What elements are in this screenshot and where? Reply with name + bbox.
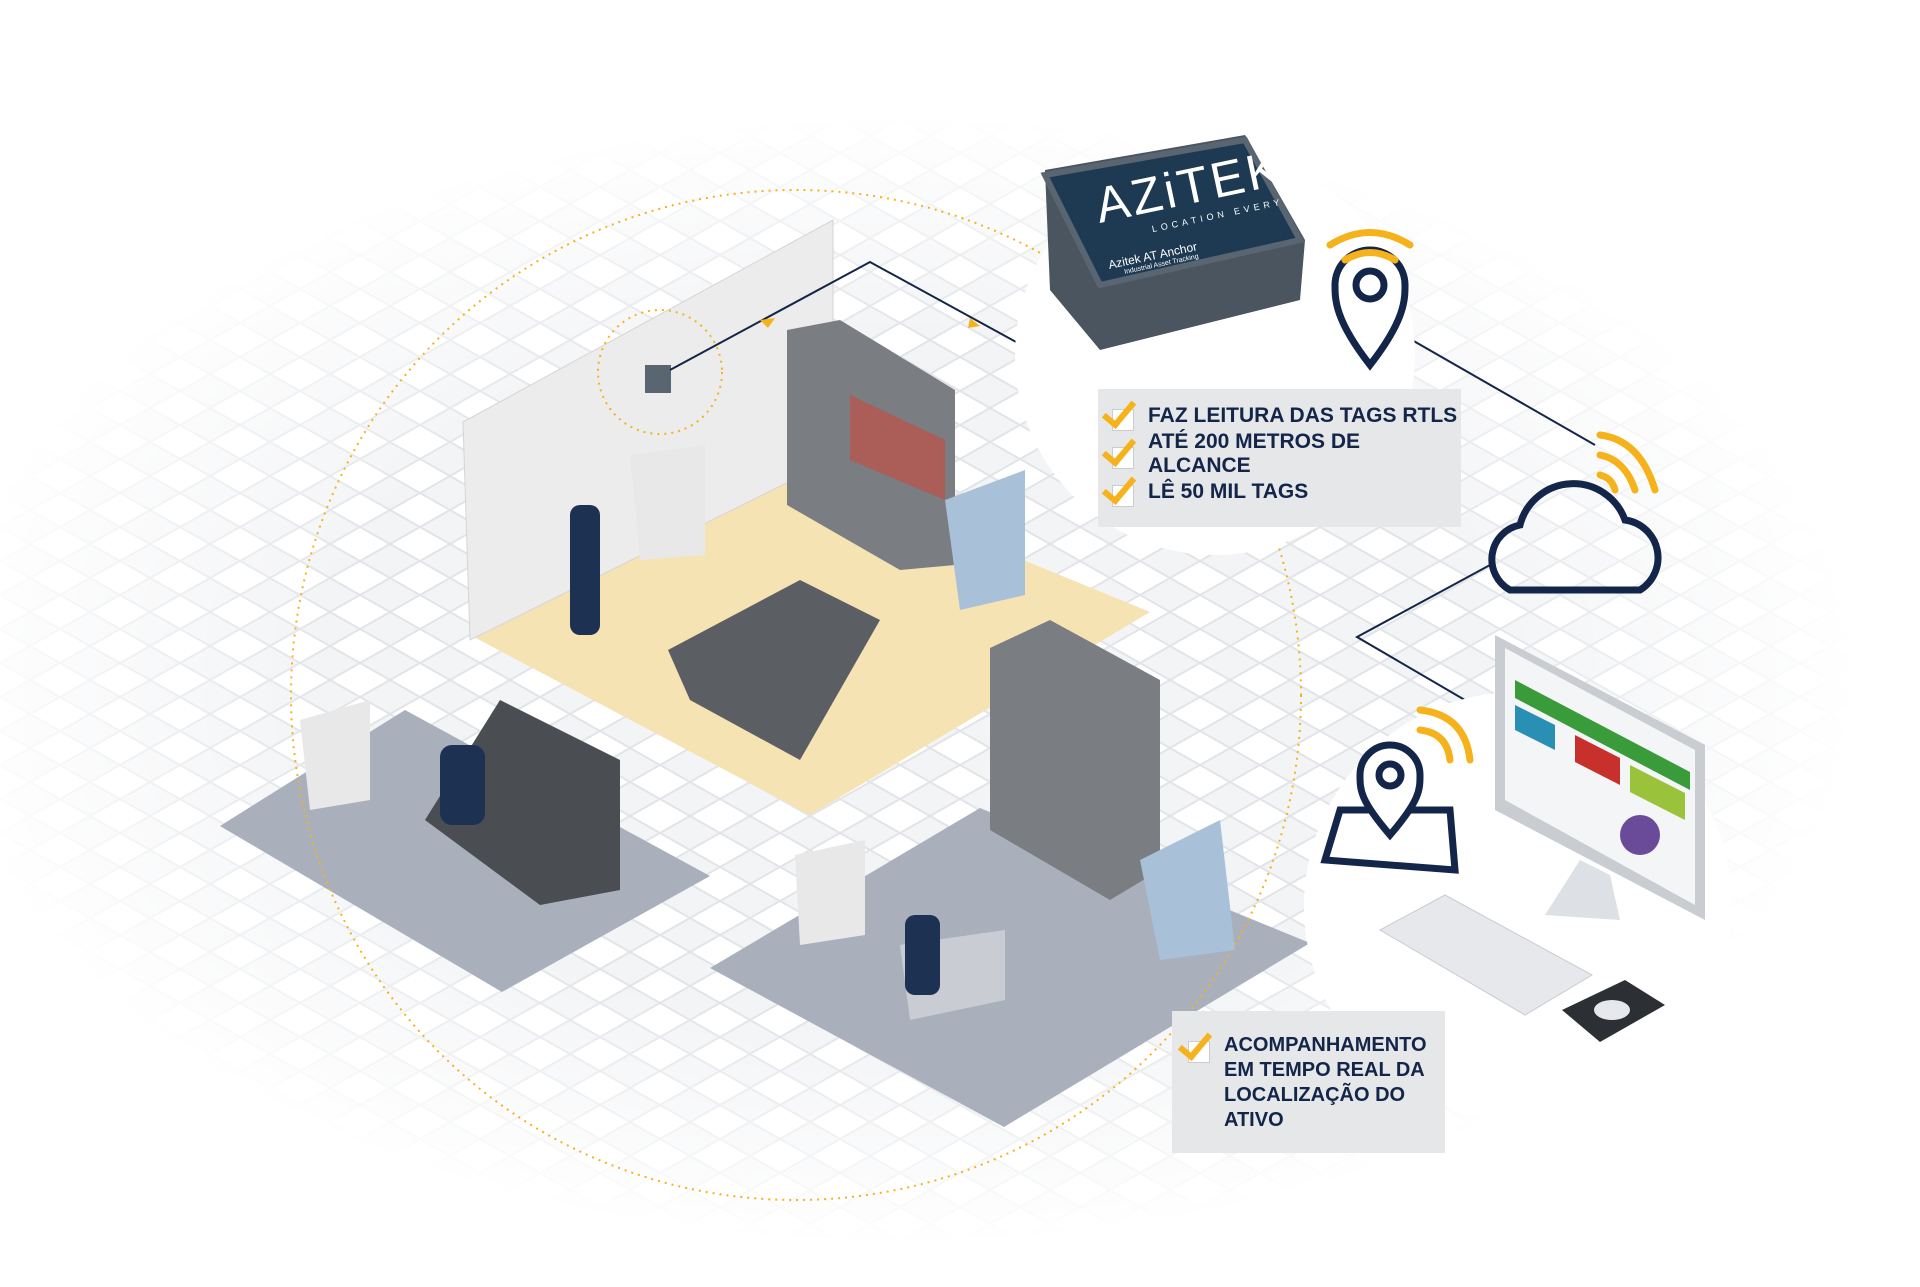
people	[440, 505, 940, 995]
anchor-device-mini	[645, 365, 671, 393]
check-icon	[1101, 430, 1138, 469]
wifi-signal-icon	[1326, 229, 1414, 264]
wifi-signal-icon	[1596, 431, 1659, 494]
monitor-icon	[1495, 635, 1705, 920]
tracking-callout: ACOMPANHAMENTO EM TEMPO REAL DA LOCALIZA…	[1172, 1011, 1445, 1153]
furniture	[300, 320, 1235, 1020]
anchor-features-callout: FAZ LEITURA DAS TAGS RTLS ATÉ 200 METROS…	[1098, 389, 1461, 527]
map-pin-icon	[1320, 741, 1459, 874]
check-icon	[1101, 468, 1138, 507]
feature-item: FAZ LEITURA DAS TAGS RTLS	[1101, 392, 1461, 435]
range-circle	[290, 189, 1302, 1201]
mouse-icon	[1562, 980, 1665, 1042]
anchor-device	[1040, 135, 1305, 350]
cloud-icon	[1488, 480, 1662, 594]
check-icon	[1177, 1024, 1214, 1063]
wifi-signal-icon	[1416, 706, 1474, 764]
keyboard-icon	[1378, 894, 1594, 1016]
check-icon	[1101, 392, 1138, 431]
connection-lines	[669, 260, 1596, 704]
feature-item: ATÉ 200 METROS DE ALCANCE	[1101, 430, 1461, 477]
feature-item: LÊ 50 MIL TAGS	[1101, 468, 1461, 511]
